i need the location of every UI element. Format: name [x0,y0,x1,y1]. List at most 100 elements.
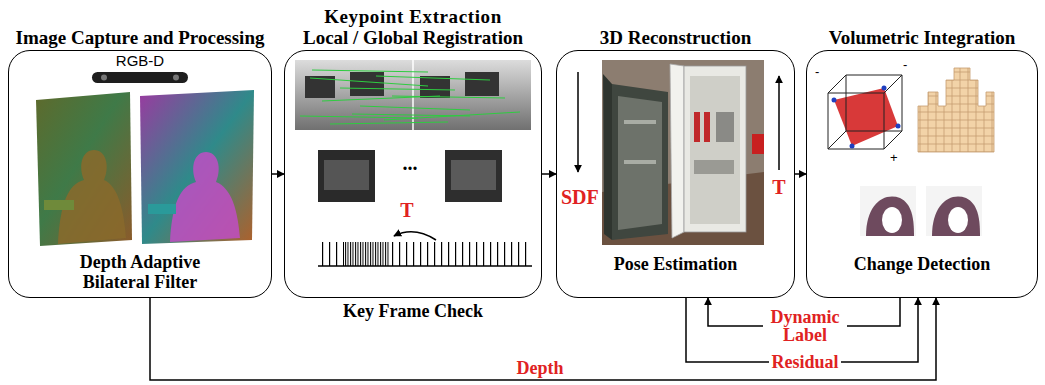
label-holder: T [772,176,785,198]
match-lines [300,70,520,124]
sign-mark: + [890,151,898,166]
text-holder: Change Detection [807,254,1037,275]
reconstruction-view [602,60,764,245]
cabinet-door [670,64,684,238]
vertex-dot [850,144,855,149]
ellipsis-mark: ... [403,152,418,174]
edge-label: Residual [769,353,840,371]
frame-timeline [344,242,390,266]
flow-arrow [272,173,284,175]
stage-label: Change Detection [854,254,990,275]
stage-heading: Image Capture and Processing [16,28,265,49]
table-shape [44,200,74,210]
voxel-model [918,68,994,152]
vertex-dot [896,124,901,129]
text-holder: Keypoint Extraction Local / Global Regis… [225,7,601,49]
breaker-part [704,112,710,142]
edge-label: Dynamic Label [763,308,847,344]
text-holder: Volumetric Integration [747,28,1045,49]
cabinet-interior [690,76,740,224]
rgbd-sensor [92,72,188,83]
sensor-lens [173,75,179,81]
frame-timeline [390,242,530,266]
camera-image [295,60,531,130]
label-holder: RGB-D [116,52,164,70]
label-holder: Residual [769,353,840,372]
down-arrow [577,72,579,172]
change-image [926,186,982,236]
sdf-plane [834,88,898,146]
process-box: Volumetric IntegrationChange Detection [806,50,1038,298]
breaker-part [694,160,734,174]
sign-mark: - [815,65,819,80]
flow-arrow [795,173,806,175]
stage-heading: Volumetric Integration [829,28,1016,49]
connector-group [150,174,936,380]
monitor-shape [350,72,384,96]
key-frame-content [324,160,369,190]
label-holder: - [815,62,819,80]
stage-label: Depth Adaptive Bilateral Filter [55,252,225,293]
object-shape [882,207,902,233]
voxel-cube [828,75,902,149]
label-holder: + [890,148,898,166]
label-holder: SDF [561,186,599,208]
depth-image [140,90,254,244]
cabinet-interior [618,96,662,230]
key-frame [318,150,375,202]
stage-label: Pose Estimation [614,254,738,275]
label-holder: - [903,55,907,73]
person-silhouette [58,150,126,244]
stage-heading: 3D Reconstruction [600,28,751,49]
transform-symbol: T [400,199,413,221]
cabinet-door [603,74,612,240]
object-shape [948,207,968,233]
image-divider [412,60,414,130]
text-holder: Key Frame Check [285,301,541,322]
object-shape [866,197,914,236]
breaker-part [694,112,700,142]
sign-mark: - [903,58,907,73]
table-shape [148,204,176,214]
stage-heading: Keypoint Extraction Local / Global Regis… [301,7,526,49]
red-object [752,134,764,154]
text-holder: Pose Estimation [557,254,794,275]
text-holder: Image Capture and Processing [0,28,331,49]
process-box: 3D ReconstructionPose Estimation [556,50,795,298]
device-label: RGB-D [116,52,164,69]
cabinet-shape [612,84,668,240]
sdf-symbol: SDF [561,186,599,208]
label-holder: T [400,199,413,221]
text-holder: 3D Reconstruction [497,28,854,49]
cabinet-rail [624,160,656,164]
key-frame [445,150,502,202]
key-frame-content [451,160,496,190]
text-holder: Depth Adaptive Bilateral Filter [9,252,271,293]
object-shape [932,197,980,236]
sensor-lens [101,75,107,81]
curved-arrow [394,232,436,240]
transform-symbol: T [772,176,785,198]
edge-label: Depth [514,359,565,377]
frame-timeline [320,242,344,266]
flow-arrow [542,173,556,175]
vertex-dot [832,98,837,103]
process-box: Image Capture and ProcessingDepth Adapti… [8,50,272,298]
monitor-shape [465,72,499,96]
stage-label: Key Frame Check [343,301,483,322]
change-image [860,186,916,236]
vertex-dot [882,86,887,91]
label-holder: ... [403,152,418,174]
label-holder: Dynamic Label [763,308,847,345]
breaker-part [716,112,734,142]
cabinet-rail [624,120,656,124]
up-arrow [778,76,780,170]
person-silhouette [170,152,240,242]
depth-image [36,92,132,246]
cabinet-shape [684,66,746,232]
monitor-shape [420,76,450,98]
flow-arrow [150,298,936,380]
process-box: Keypoint Extraction Local / Global Regis… [284,50,542,298]
timeline-base [318,265,532,267]
label-holder: Depth [514,359,565,378]
